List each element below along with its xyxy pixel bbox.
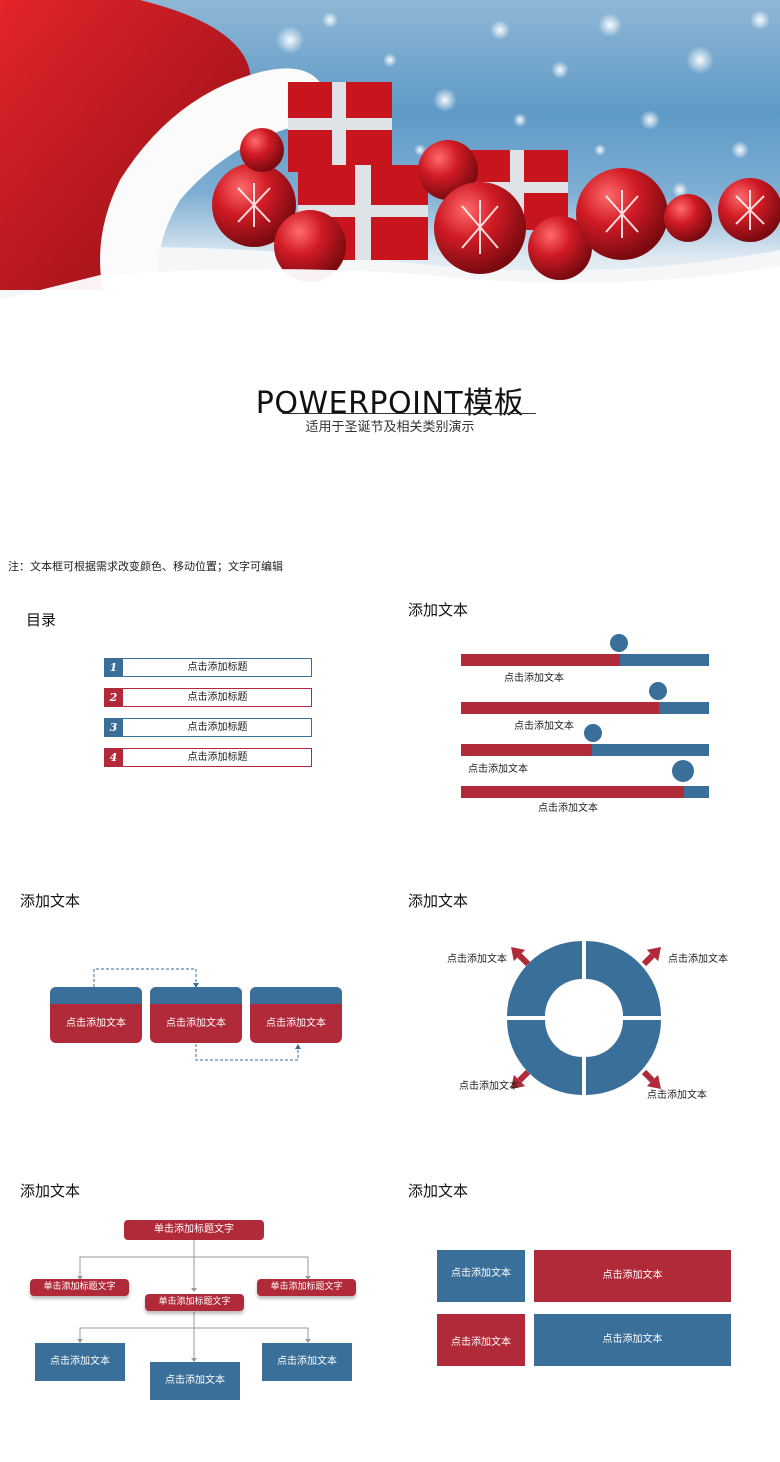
progress-label: 点击添加文本 bbox=[468, 764, 528, 775]
ring-label: 点击添加文本 bbox=[459, 1081, 519, 1092]
edit-note: 注：文本框可根据需求改变颜色、移动位置；文字可编辑 bbox=[8, 560, 283, 573]
org-mid-node[interactable]: 单击添加标题文字 bbox=[30, 1279, 129, 1296]
progress-marker bbox=[649, 682, 667, 700]
progress-fill bbox=[461, 654, 620, 666]
process-card-label: 点击添加文本 bbox=[266, 1018, 326, 1029]
org-connectors bbox=[77, 1240, 311, 1362]
process-card[interactable]: 点击添加文本 bbox=[150, 987, 242, 1043]
arrow-icon bbox=[641, 1069, 661, 1089]
ring-segment bbox=[586, 941, 661, 1016]
org-bottom-node[interactable]: 点击添加文本 bbox=[150, 1362, 240, 1400]
toc-item[interactable]: 1 点击添加标题 bbox=[104, 658, 312, 677]
ring-segments bbox=[507, 941, 661, 1095]
ring-label: 点击添加文本 bbox=[647, 1090, 707, 1101]
toc-item-number: 3 bbox=[104, 718, 123, 737]
ring-diagram bbox=[507, 941, 661, 1095]
ring-segment bbox=[507, 1020, 582, 1095]
progress-fill bbox=[461, 786, 685, 798]
toc-title: 目录 bbox=[26, 611, 57, 629]
arrow-icon bbox=[641, 947, 661, 967]
ring-title: 添加文本 bbox=[408, 892, 469, 910]
ring-label: 点击添加文本 bbox=[668, 954, 728, 965]
ring-arrows bbox=[511, 947, 661, 1089]
grid-cell[interactable]: 点击添加文本 bbox=[437, 1250, 525, 1302]
toc-item-label: 点击添加标题 bbox=[187, 752, 248, 763]
grid-cell[interactable]: 点击添加文本 bbox=[437, 1314, 525, 1366]
toc-item-label: 点击添加标题 bbox=[187, 692, 248, 703]
progress-bar bbox=[461, 702, 709, 714]
toc-item[interactable]: 2 点击添加标题 bbox=[104, 688, 312, 707]
process-card[interactable]: 点击添加文本 bbox=[50, 987, 142, 1043]
org-mid-node[interactable]: 单击添加标题文字 bbox=[257, 1279, 356, 1296]
grid-cell[interactable]: 点击添加文本 bbox=[534, 1314, 731, 1366]
progress-label: 点击添加文本 bbox=[504, 673, 564, 684]
toc-item[interactable]: 3 点击添加标题 bbox=[104, 718, 312, 737]
christmas-banner-illustration bbox=[0, 0, 780, 322]
progress-label: 点击添加文本 bbox=[514, 721, 574, 732]
arrow-icon bbox=[511, 947, 531, 967]
toc-item-label: 点击添加标题 bbox=[187, 722, 248, 733]
progress-title: 添加文本 bbox=[408, 601, 469, 619]
org-top-node[interactable]: 单击添加标题文字 bbox=[124, 1220, 264, 1240]
presentation-title: POWERPOINT模板 bbox=[255, 386, 525, 421]
progress-marker bbox=[610, 634, 628, 652]
grid-title: 添加文本 bbox=[408, 1182, 469, 1200]
process-card-label: 点击添加文本 bbox=[166, 1018, 226, 1029]
toc-item[interactable]: 4 点击添加标题 bbox=[104, 748, 312, 767]
progress-bar bbox=[461, 786, 709, 798]
grid-cell[interactable]: 点击添加文本 bbox=[534, 1250, 731, 1302]
progress-fill bbox=[461, 744, 593, 756]
ring-segment bbox=[507, 941, 582, 1016]
hero-banner bbox=[0, 0, 780, 322]
presentation-subtitle: 适用于圣诞节及相关类别演示 bbox=[305, 420, 475, 435]
org-title: 添加文本 bbox=[20, 1182, 81, 1200]
process-title: 添加文本 bbox=[20, 892, 81, 910]
org-bottom-node[interactable]: 点击添加文本 bbox=[262, 1343, 352, 1381]
toc-item-label: 点击添加标题 bbox=[187, 662, 248, 673]
progress-bar bbox=[461, 654, 709, 666]
ring-segment bbox=[586, 1020, 661, 1095]
progress-label: 点击添加文本 bbox=[538, 803, 598, 814]
progress-marker bbox=[584, 724, 602, 742]
process-connectors bbox=[93, 968, 301, 1061]
org-mid-node[interactable]: 单击添加标题文字 bbox=[145, 1294, 244, 1311]
toc-item-number: 2 bbox=[104, 688, 123, 707]
org-bottom-node[interactable]: 点击添加文本 bbox=[35, 1343, 125, 1381]
process-card-label: 点击添加文本 bbox=[66, 1018, 126, 1029]
title-underline bbox=[282, 413, 536, 414]
toc-item-number: 1 bbox=[104, 658, 123, 677]
progress-fill bbox=[461, 702, 660, 714]
progress-bar bbox=[461, 744, 709, 756]
arrow-icon bbox=[511, 1069, 531, 1089]
process-card[interactable]: 点击添加文本 bbox=[250, 987, 342, 1043]
toc-item-number: 4 bbox=[104, 748, 123, 767]
progress-marker bbox=[672, 760, 694, 782]
ring-label: 点击添加文本 bbox=[447, 954, 507, 965]
sparkles bbox=[276, 10, 770, 198]
